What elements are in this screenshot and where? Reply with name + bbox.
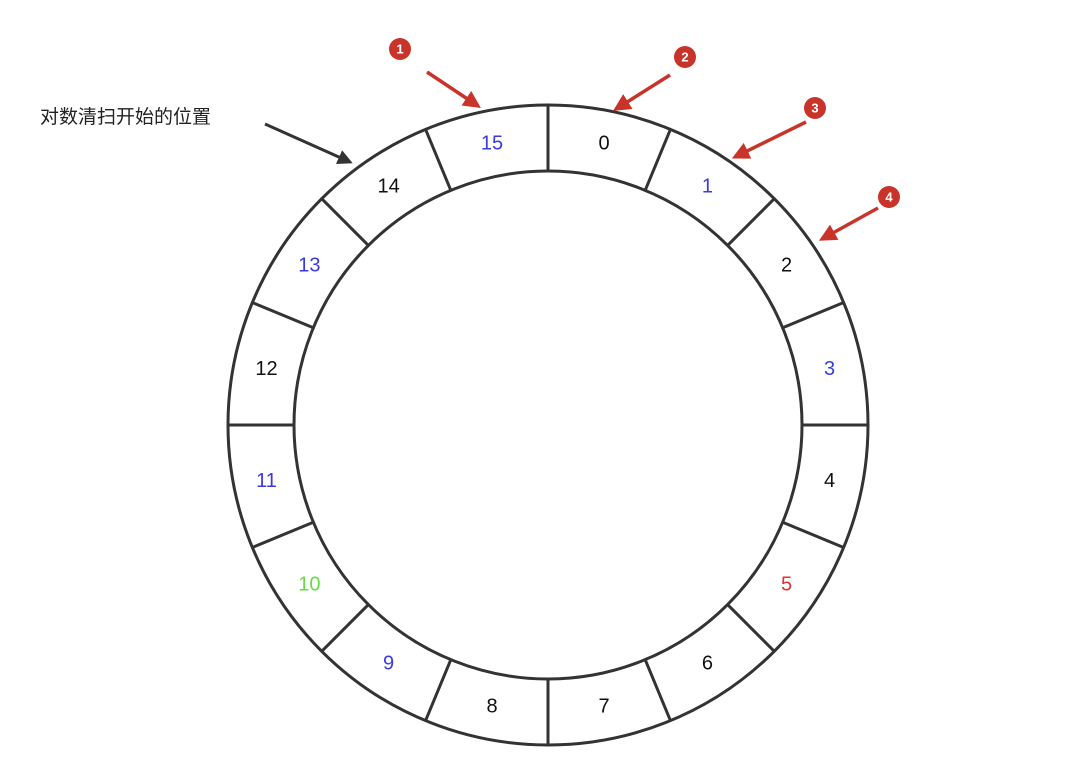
slot-divider xyxy=(782,301,845,330)
slot-label-10: 10 xyxy=(298,573,320,595)
marker-badge-1 xyxy=(389,38,411,60)
slot-label-1: 1 xyxy=(702,175,713,197)
marker-number-3: 3 xyxy=(811,101,818,116)
slot-label-13: 13 xyxy=(298,255,320,277)
slot-divider xyxy=(320,603,370,653)
inner-ring xyxy=(292,169,804,681)
slot-label-15: 15 xyxy=(481,133,503,155)
marker-badge-3 xyxy=(804,97,826,119)
marker-number-2: 2 xyxy=(681,50,688,65)
marker-arrow-1 xyxy=(426,70,481,108)
slot-label-7: 7 xyxy=(598,696,609,718)
slot-divider xyxy=(251,301,314,330)
caption-group: 对数清扫开始的位置 xyxy=(40,106,353,164)
slot-label-5: 5 xyxy=(781,573,792,595)
slot-label-4: 4 xyxy=(824,470,835,492)
slot-divider xyxy=(782,520,845,549)
slot-divider xyxy=(643,128,672,191)
slot-divider xyxy=(424,659,453,722)
slot-label-0: 0 xyxy=(598,133,609,155)
slot-label-11: 11 xyxy=(256,470,277,492)
marker-arrow-4 xyxy=(818,206,879,241)
slot-divider xyxy=(320,197,370,247)
slot-divider xyxy=(643,659,672,722)
slot-label-9: 9 xyxy=(383,653,394,675)
slot-label-6: 6 xyxy=(702,653,713,675)
slot-label-2: 2 xyxy=(781,255,792,277)
position-markers: 1 2 3 4 xyxy=(389,38,900,241)
slot-dividers xyxy=(228,105,868,745)
marker-badge-2 xyxy=(674,46,696,68)
marker-4: 4 xyxy=(818,186,900,241)
marker-number-1: 1 xyxy=(396,42,403,57)
marker-number-4: 4 xyxy=(885,190,893,205)
slot-divider xyxy=(726,603,776,653)
caption-arrow xyxy=(264,122,353,164)
caption-text: 对数清扫开始的位置 xyxy=(40,106,211,128)
marker-badge-4 xyxy=(878,186,900,208)
slot-label-8: 8 xyxy=(486,696,497,718)
slot-label-12: 12 xyxy=(255,358,277,380)
marker-arrow-3 xyxy=(731,120,807,159)
slot-label-14: 14 xyxy=(377,175,399,197)
marker-3: 3 xyxy=(731,97,826,159)
slot-divider xyxy=(424,128,453,191)
slot-divider xyxy=(726,197,776,247)
slot-label-3: 3 xyxy=(824,358,835,380)
marker-arrow-2 xyxy=(613,73,671,111)
marker-1: 1 xyxy=(389,38,481,108)
slot-divider xyxy=(251,520,314,549)
marker-2: 2 xyxy=(613,46,696,111)
